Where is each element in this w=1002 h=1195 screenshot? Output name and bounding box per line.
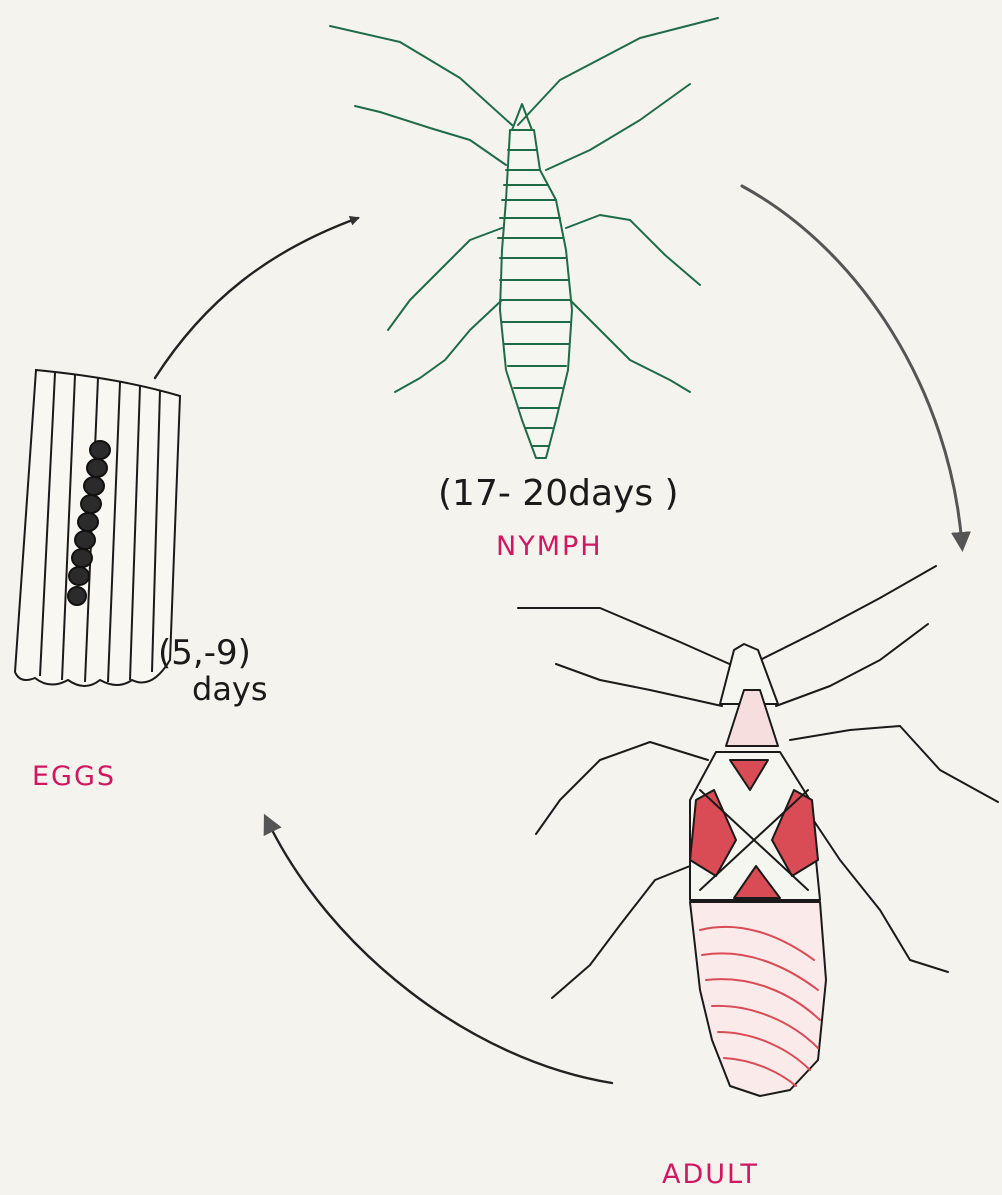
egg-stem-icon <box>15 370 180 686</box>
eggs-duration-line1: (5,-9) <box>158 633 251 673</box>
adult-label: ADULT <box>662 1159 759 1190</box>
nymph-duration: (17- 20days ) <box>438 473 679 514</box>
arrow-nymph-to-adult <box>742 186 962 545</box>
adult-insect-icon <box>518 566 998 1096</box>
nymph-insect-icon <box>330 18 718 458</box>
arrow-adult-to-eggs <box>267 820 612 1083</box>
eggs-label: EGGS <box>32 761 116 792</box>
nymph-label: NYMPH <box>496 531 603 562</box>
eggs-duration-line2: days <box>192 670 268 708</box>
arrow-eggs-to-nymph <box>155 218 358 378</box>
